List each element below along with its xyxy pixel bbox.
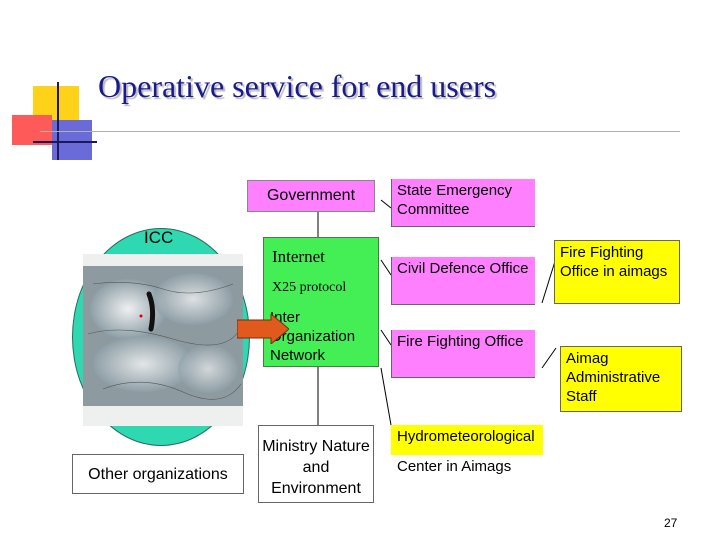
connector-to-state-emergency bbox=[380, 199, 392, 209]
other-organizations-box: Other organizations bbox=[72, 454, 244, 494]
network-box: Internet X25 protocol Inter Organization… bbox=[263, 237, 379, 367]
hydromet-box-line1: Hydrometeorological bbox=[391, 425, 543, 455]
aimag-administrative-box: Aimag Administrative Staff bbox=[560, 346, 682, 412]
x25-protocol-label: X25 protocol bbox=[272, 280, 347, 295]
connector-to-fire-fighting bbox=[380, 329, 392, 346]
civil-defence-box: Civil Defence Office bbox=[391, 257, 535, 305]
connector-fire-to-aimag-admin bbox=[541, 347, 557, 369]
internet-label: Internet bbox=[272, 247, 325, 266]
decor-red-square bbox=[12, 115, 52, 145]
decor-horizontal-line bbox=[33, 141, 97, 143]
satellite-image bbox=[83, 254, 243, 426]
state-emergency-box: State Emergency Committee bbox=[391, 179, 535, 227]
connector-to-civil-defence bbox=[380, 259, 392, 276]
fire-fighting-box: Fire Fighting Office bbox=[391, 330, 535, 378]
connector-to-hydromet bbox=[380, 367, 392, 426]
arrow-icon bbox=[237, 314, 289, 344]
slide-title: Operative service for end users bbox=[98, 68, 497, 104]
connector-civil-to-fire-aimags bbox=[541, 257, 557, 304]
hydromet-box-line2: Center in Aimags bbox=[391, 455, 543, 483]
ministry-box: Ministry Nature and Environment bbox=[258, 425, 374, 503]
icc-label: ICC bbox=[144, 228, 174, 247]
inter-organization-network-label: Inter Organization Network bbox=[270, 309, 356, 364]
government-box: Government bbox=[247, 180, 375, 212]
title-rule bbox=[40, 131, 680, 132]
page-number: 27 bbox=[664, 516, 678, 530]
fire-fighting-aimags-box: Fire Fighting Office in aimags bbox=[554, 240, 680, 304]
decor-vertical-line bbox=[57, 82, 59, 160]
satellite-map-graphic bbox=[83, 266, 243, 406]
